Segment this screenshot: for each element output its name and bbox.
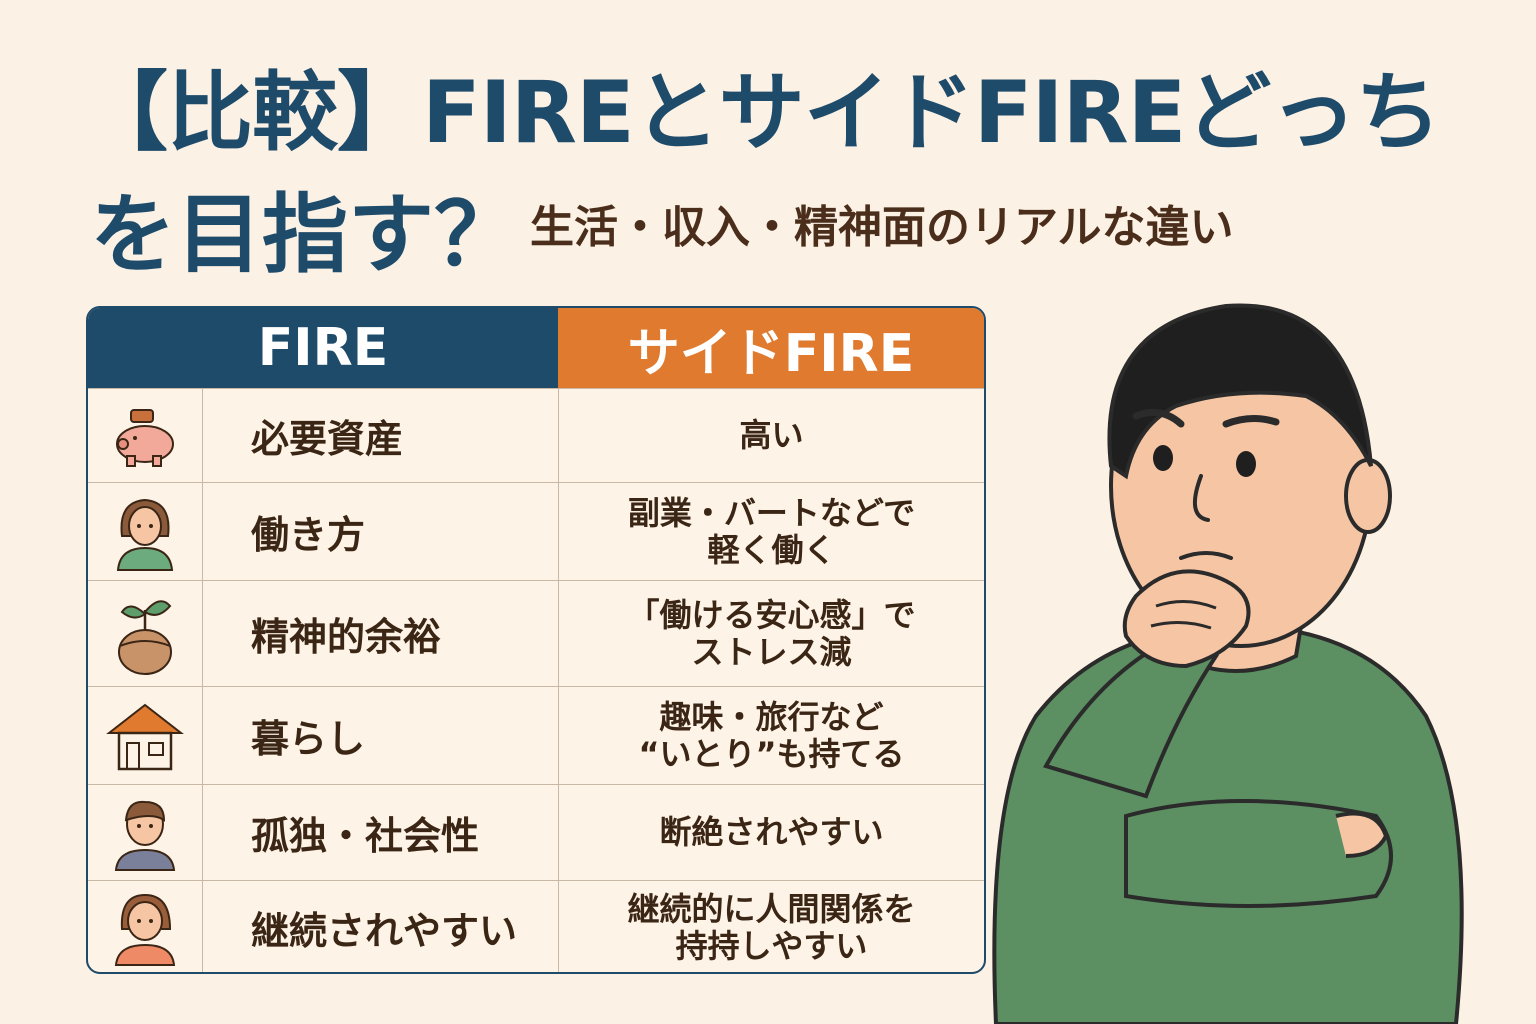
row-label: 精神的余裕 xyxy=(203,581,559,686)
table-row: 精神的余裕 「働ける安心感」で ストレス減 xyxy=(88,580,984,686)
thinking-man-illustration xyxy=(992,303,1464,1024)
folded-arm xyxy=(1124,799,1393,908)
row-label: 必要資産 xyxy=(203,389,559,482)
table-row: 暮らし 趣味・旅行など “いとり”も持てる xyxy=(88,686,984,784)
table-row: 働き方 副業・バートなどで 軽く働く xyxy=(88,482,984,580)
table-header: FIRE サイドFIRE xyxy=(88,308,984,388)
row-value: 副業・バートなどで 軽く働く xyxy=(627,493,916,569)
house-icon xyxy=(106,703,184,770)
piggy-bank-icon xyxy=(116,408,174,467)
row-label: 働き方 xyxy=(203,483,559,580)
header-side-fire: サイドFIRE xyxy=(558,308,984,388)
woman-icon xyxy=(116,498,174,571)
page-title-line2: を目指す？ xyxy=(90,185,520,285)
hand xyxy=(1122,569,1251,669)
row-value: 「働ける安心感」で ストレス減 xyxy=(627,595,916,671)
row-label: 暮らし xyxy=(203,687,559,784)
header-fire: FIRE xyxy=(88,308,558,388)
table-row: 必要資産 高い xyxy=(88,388,984,482)
table-row: 孤独・社会性 断絶されやすい xyxy=(88,784,984,880)
sprout-icon xyxy=(118,599,172,675)
comparison-table: FIRE サイドFIRE 必要資産 高い 働き方 xyxy=(86,306,986,974)
row-value: 断絶されやすい xyxy=(659,813,884,852)
row-value: 趣味・旅行など “いとり”も持てる xyxy=(638,697,905,773)
row-value: 高い xyxy=(739,416,804,455)
page-subtitle: 生活・収入・精神面のリアルな違い xyxy=(530,202,1234,253)
row-value: 継続的に人間関係を 持持しやすい xyxy=(627,889,916,965)
man-icon xyxy=(114,800,176,871)
girl-icon xyxy=(114,893,176,966)
page-title-line1: 【比較】FIREとサイドFIREどっち xyxy=(82,63,1441,163)
row-label: 孤独・社会性 xyxy=(203,785,559,880)
row-label: 継続されやすい xyxy=(203,881,559,972)
table-row: 継続されやすい 継続的に人間関係を 持持しやすい xyxy=(88,880,984,972)
hair xyxy=(1107,303,1373,480)
